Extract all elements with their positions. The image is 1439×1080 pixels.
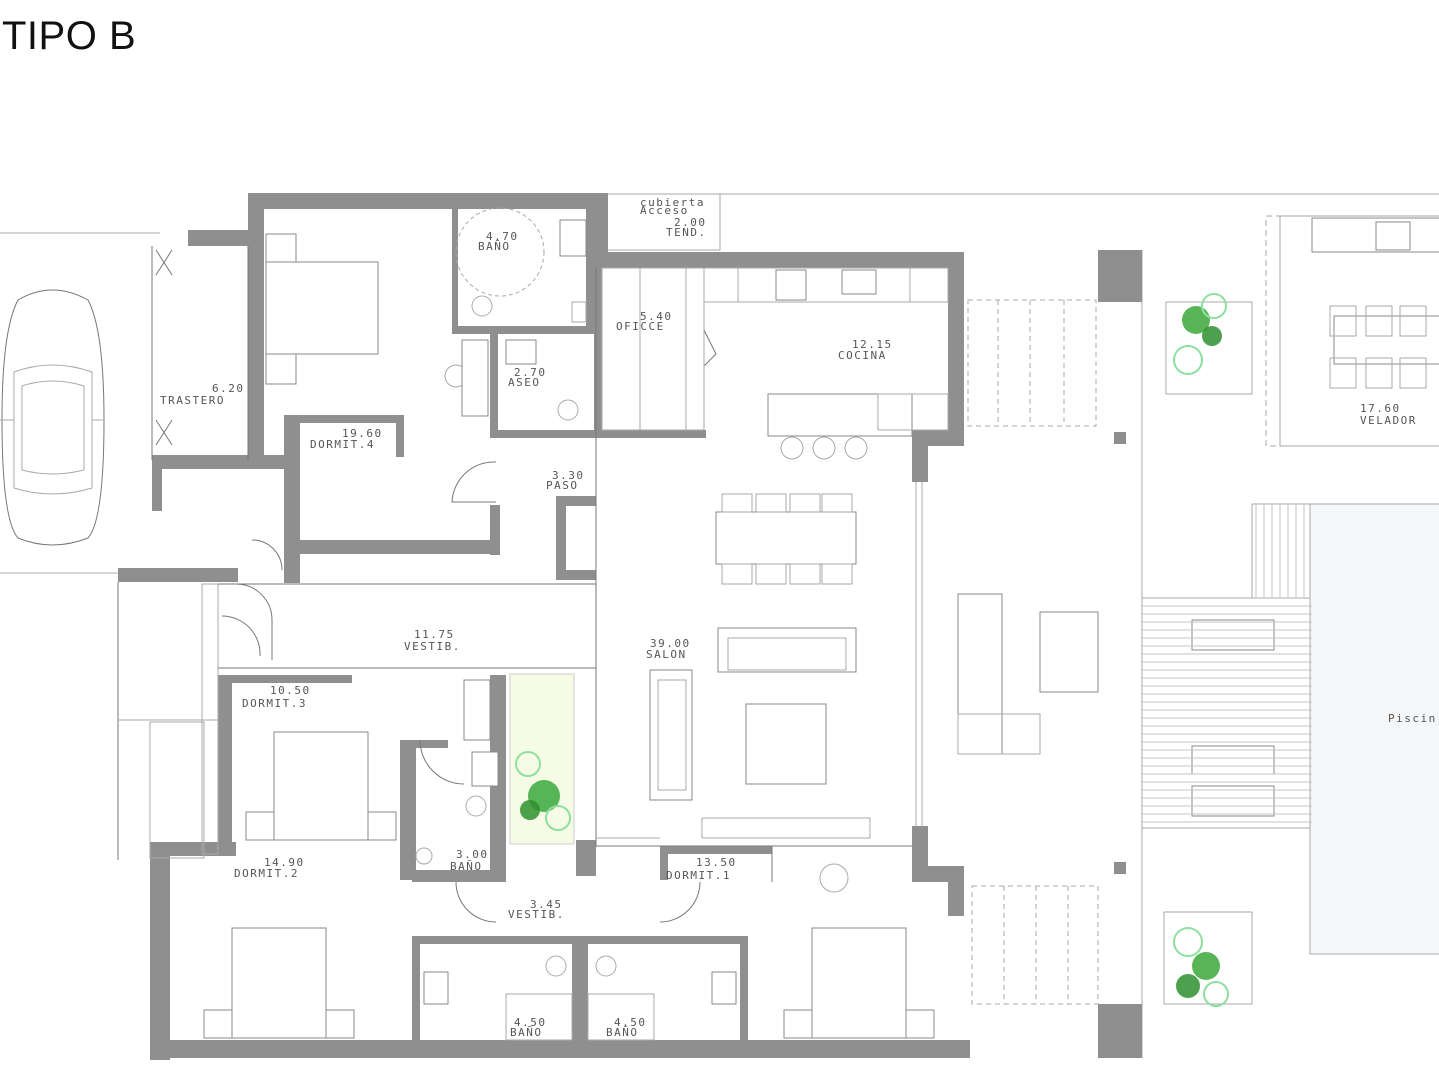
label-acceso: Acceso — [640, 204, 689, 217]
walls — [118, 193, 1142, 1060]
label-bano-b2-name: BAÑO — [606, 1026, 639, 1039]
label-dormit1-name: DORMIT.1 — [666, 869, 731, 882]
label-oficce-name: OFICCE — [616, 320, 665, 333]
label-dormit4-name: DORMIT.4 — [310, 438, 375, 451]
label-bano-mid-name: BAÑO — [450, 860, 483, 873]
label-bano-b2-area: 4.50 — [614, 1016, 647, 1029]
label-bano-top-area: 4.70 — [486, 230, 519, 243]
label-bano-mid-area: 3.00 — [456, 848, 489, 861]
label-dormit1-area: 13.50 — [696, 856, 737, 869]
label-salon-area: 39.00 — [650, 637, 691, 650]
label-dormit3-area: 10.50 — [270, 684, 311, 697]
label-cocina-area: 12.15 — [852, 338, 893, 351]
label-velador-name: VELADOR — [1360, 414, 1417, 427]
plan-title: TIPO B — [2, 14, 137, 58]
label-paso-name: PASO — [546, 479, 579, 492]
label-dormit4-area: 19.60 — [342, 427, 383, 440]
plant-icon — [509, 293, 1229, 1007]
label-paso-area: 3.30 — [552, 469, 585, 482]
label-cubierta: cubierta — [640, 196, 705, 209]
label-vestib2-name: VESTIB. — [508, 908, 565, 921]
label-dormit2-name: DORMIT.2 — [234, 867, 299, 880]
label-bano-b1-area: 4.50 — [514, 1016, 547, 1029]
label-dormit3-name: DORMIT.3 — [242, 697, 307, 710]
label-aseo-name: ASEO — [508, 376, 541, 389]
label-vestib2-area: 3.45 — [530, 898, 563, 911]
label-cocina-name: COCINA — [838, 349, 887, 362]
label-trastero-name: TRASTERO — [160, 394, 225, 407]
label-vestib1-area: 11.75 — [414, 628, 455, 641]
deck-stripes — [1142, 504, 1312, 823]
label-tend-name: TEND. — [666, 226, 707, 239]
label-salon-name: SALON — [646, 648, 687, 661]
label-trastero-area: 6.20 — [212, 382, 245, 395]
label-aseo-area: 2.70 — [514, 366, 547, 379]
label-velador-area: 17.60 — [1360, 402, 1401, 415]
room-labels: 4.70 BAÑO cubierta Acceso 2.00 TEND. 5.4… — [160, 196, 1437, 1039]
label-piscina: Piscin — [1388, 712, 1437, 725]
label-tend-area: 2.00 — [674, 216, 707, 229]
door-swings — [151, 246, 717, 923]
label-vestib1-name: VESTIB. — [404, 640, 461, 653]
label-oficce-area: 5.40 — [640, 310, 673, 323]
label-bano-top-name: BAÑO — [478, 240, 511, 253]
label-bano-b1-name: BAÑO — [510, 1026, 543, 1039]
furniture — [149, 207, 1439, 1041]
label-dormit2-area: 14.90 — [264, 856, 305, 869]
car-icon — [0, 289, 105, 546]
